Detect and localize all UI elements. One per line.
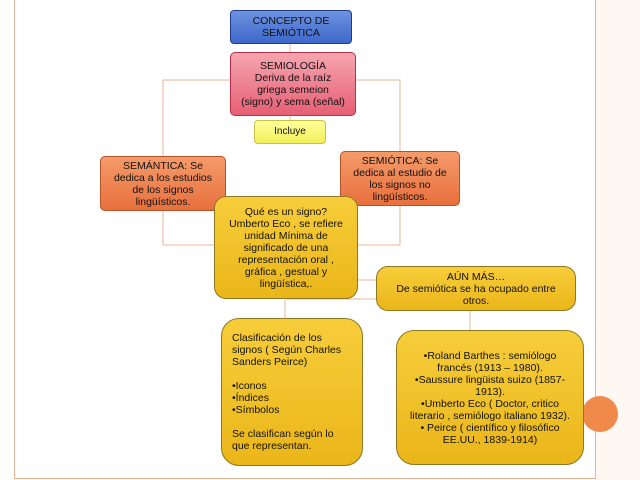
slide-frame [14,0,596,479]
semiotica-box: SEMIÓTICA: Se dedica al estudio de los s… [340,151,460,206]
signo-box: Qué es un signo? Umberto Eco , se refier… [214,196,358,299]
accent-circle [582,396,618,432]
semantica-box: SEMÁNTICA: Se dedica a los estudios de l… [100,156,226,211]
semiotica-text: SEMIÓTICA: Se dedica al estudio de los s… [353,154,447,203]
clasificacion-text: Clasificación de los signos ( Según Char… [232,332,342,452]
semantica-text: SEMÁNTICA: Se dedica a los estudios de l… [113,159,213,208]
connector-left-bracket [162,79,230,156]
clasificacion-box: Clasificación de los signos ( Según Char… [221,318,363,466]
incluye-box: Incluye [254,120,326,144]
connector-right-bracket [356,79,401,151]
semiologia-text: SEMIOLOGÍA Deriva de la raíz griega seme… [241,60,345,108]
concepto-semiotica-box: CONCEPTO DE SEMIÓTICA [230,10,352,44]
incluye-text: Incluye [274,126,306,137]
aun-mas-box: AÚN MÁS… De semiótica se ha ocupado entr… [376,266,576,311]
signo-text: Qué es un signo? Umberto Eco , se refier… [229,205,343,290]
autores-box: •Roland Barthes : semiólogo francés (191… [396,330,584,465]
semiologia-box: SEMIOLOGÍA Deriva de la raíz griega seme… [230,52,356,116]
concepto-semiotica-text: CONCEPTO DE SEMIÓTICA [252,15,330,39]
autores-text: •Roland Barthes : semiólogo francés (191… [410,349,570,446]
aun-mas-text: AÚN MÁS… De semiótica se ha ocupado entr… [396,270,556,307]
